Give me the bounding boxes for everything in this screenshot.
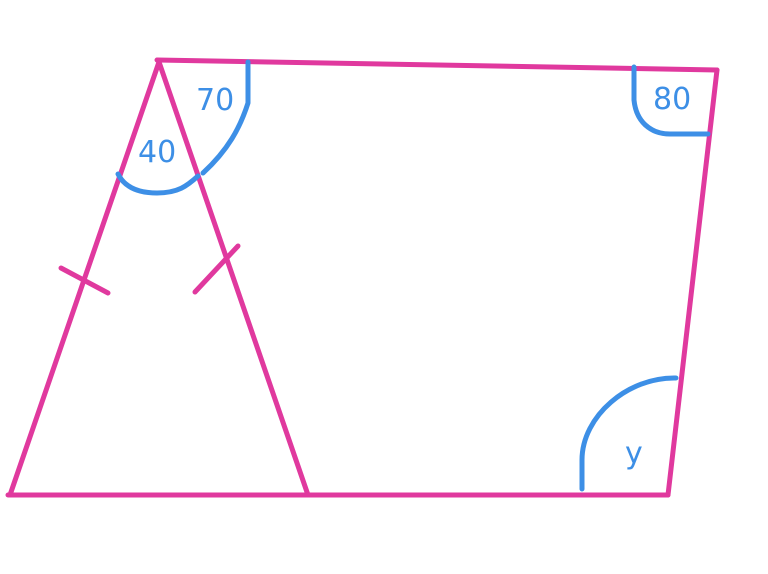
apex-left-angle-arc — [115, 171, 201, 196]
apex-left-angle-label: 40 — [138, 135, 176, 170]
right-side — [665, 67, 720, 498]
top-right-angle-arc — [631, 64, 711, 137]
tick-mark-right — [192, 243, 241, 295]
apex-right-angle-label: 70 — [196, 83, 234, 118]
shape-outline — [5, 57, 720, 498]
apex-right-angle-arc — [200, 59, 251, 176]
triangle-right-side — [156, 59, 311, 498]
bottom-right-angle-label: y — [625, 436, 643, 471]
bottom-right-angle-arc — [579, 375, 679, 492]
tick-mark-left — [58, 265, 111, 296]
angle-arcs — [115, 59, 711, 492]
top-right-angle-label: 80 — [653, 82, 691, 117]
